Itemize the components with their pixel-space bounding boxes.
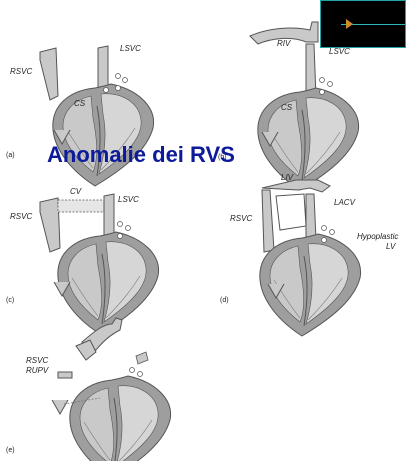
panel-c-letter: (c) bbox=[6, 297, 14, 304]
panel-d-label-rsvc: RSVC bbox=[230, 215, 252, 223]
panel-a-label-cs: CS bbox=[74, 100, 85, 108]
panel-e-label-rsvc: RSVC bbox=[26, 357, 48, 365]
panel-d-label-liv: LIV bbox=[281, 174, 293, 182]
panel-d-letter: (d) bbox=[220, 297, 229, 304]
panel-a-label-lsvc: LSVC bbox=[120, 45, 141, 53]
panel-d-label-hypoplastic: Hypoplastic bbox=[357, 233, 398, 241]
panel-b-label-lsvc: LSVC bbox=[329, 48, 350, 56]
panel-c-label-rsvc: RSVC bbox=[10, 213, 32, 221]
panel-e-label-rupv: RUPV bbox=[26, 367, 48, 375]
slide-title: Anomalie dei RVS bbox=[47, 144, 235, 166]
media-progress-widget[interactable] bbox=[320, 0, 406, 48]
panel-d-label-lv: LV bbox=[386, 243, 395, 251]
panel-c-label-cv: CV bbox=[70, 188, 81, 196]
play-marker-icon[interactable] bbox=[346, 19, 353, 29]
panel-b-label-riv: RIV bbox=[277, 40, 290, 48]
panel-c-drawing bbox=[40, 194, 159, 334]
panel-d-label-lacv: LACV bbox=[334, 199, 355, 207]
panel-b-label-cs: CS bbox=[281, 104, 292, 112]
panel-e-letter: (e) bbox=[6, 447, 15, 454]
panel-a-letter: (a) bbox=[6, 152, 15, 159]
panel-c-label-lsvc: LSVC bbox=[118, 196, 139, 204]
panel-e-drawing bbox=[52, 318, 171, 461]
panel-a-label-rsvc: RSVC bbox=[10, 68, 32, 76]
